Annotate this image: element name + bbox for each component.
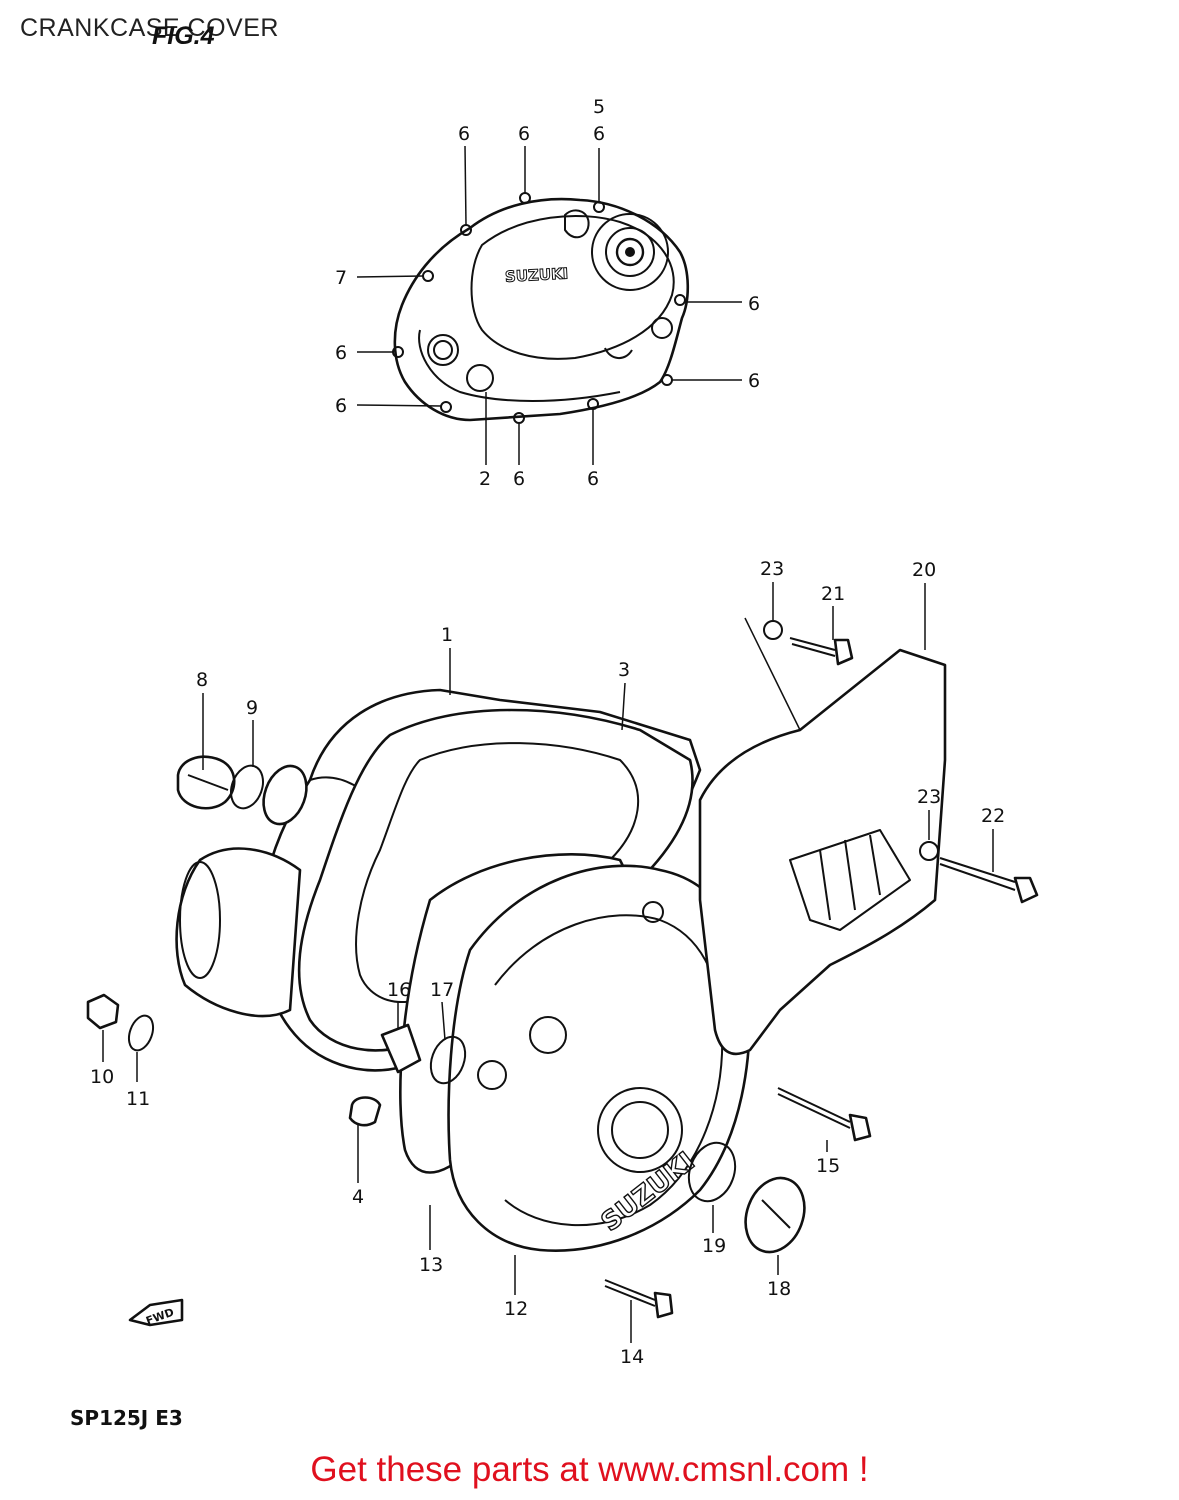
callout-6-g: 6	[335, 395, 347, 417]
callout-10: 10	[90, 1066, 114, 1088]
callout-2: 2	[479, 468, 491, 490]
callout-6-b: 6	[518, 123, 530, 145]
callout-6-a: 6	[458, 123, 470, 145]
bottom-leader-lines	[102, 582, 994, 1343]
callout-15: 15	[816, 1155, 840, 1177]
callout-20: 20	[912, 559, 936, 581]
forward-arrow-icon: FWD	[128, 1298, 184, 1328]
callout-6-c: 6	[593, 123, 605, 145]
callout-3: 3	[618, 659, 630, 681]
page-title: CRANKCASE COVER	[20, 14, 279, 42]
bottom-callouts: 1 3 8 9 23 21 20 23 22 16 17 10 11 4 13 …	[90, 558, 1005, 1368]
callout-12: 12	[504, 1298, 528, 1320]
callout-6-e: 6	[335, 342, 347, 364]
callout-19: 19	[702, 1235, 726, 1257]
callout-23-b: 23	[917, 786, 941, 808]
callout-5: 5	[593, 96, 605, 118]
callout-21: 21	[821, 583, 845, 605]
top-leader-lines	[356, 145, 742, 465]
figure-label: FIG.4	[152, 22, 215, 50]
callout-6-d: 6	[748, 293, 760, 315]
callout-1: 1	[441, 624, 453, 646]
footer-link[interactable]: Get these parts at www.cmsnl.com !	[310, 1450, 869, 1489]
callout-6-f: 6	[748, 370, 760, 392]
callout-22: 22	[981, 805, 1005, 827]
model-code: SP125J E3	[70, 1406, 183, 1430]
callout-11: 11	[126, 1088, 150, 1110]
callout-23-a: 23	[760, 558, 784, 580]
callout-9: 9	[246, 697, 258, 719]
callout-7: 7	[335, 267, 347, 289]
callout-13: 13	[419, 1254, 443, 1276]
top-callouts: 5 6 6 6 7 6 6 6 6 2 6 6	[335, 96, 760, 490]
callout-6-h: 6	[513, 468, 525, 490]
callout-8: 8	[196, 669, 208, 691]
callout-14: 14	[620, 1346, 644, 1368]
crankcase-assembly: SUZUKI	[86, 620, 1039, 1328]
callout-6-i: 6	[587, 468, 599, 490]
outer-clutch-cover: SUZUKI	[392, 192, 690, 424]
callout-16: 16	[387, 979, 411, 1001]
top-cover-logo: SUZUKI	[505, 265, 569, 286]
callout-4: 4	[352, 1186, 364, 1208]
callout-17: 17	[430, 979, 454, 1001]
callout-18: 18	[767, 1278, 791, 1300]
